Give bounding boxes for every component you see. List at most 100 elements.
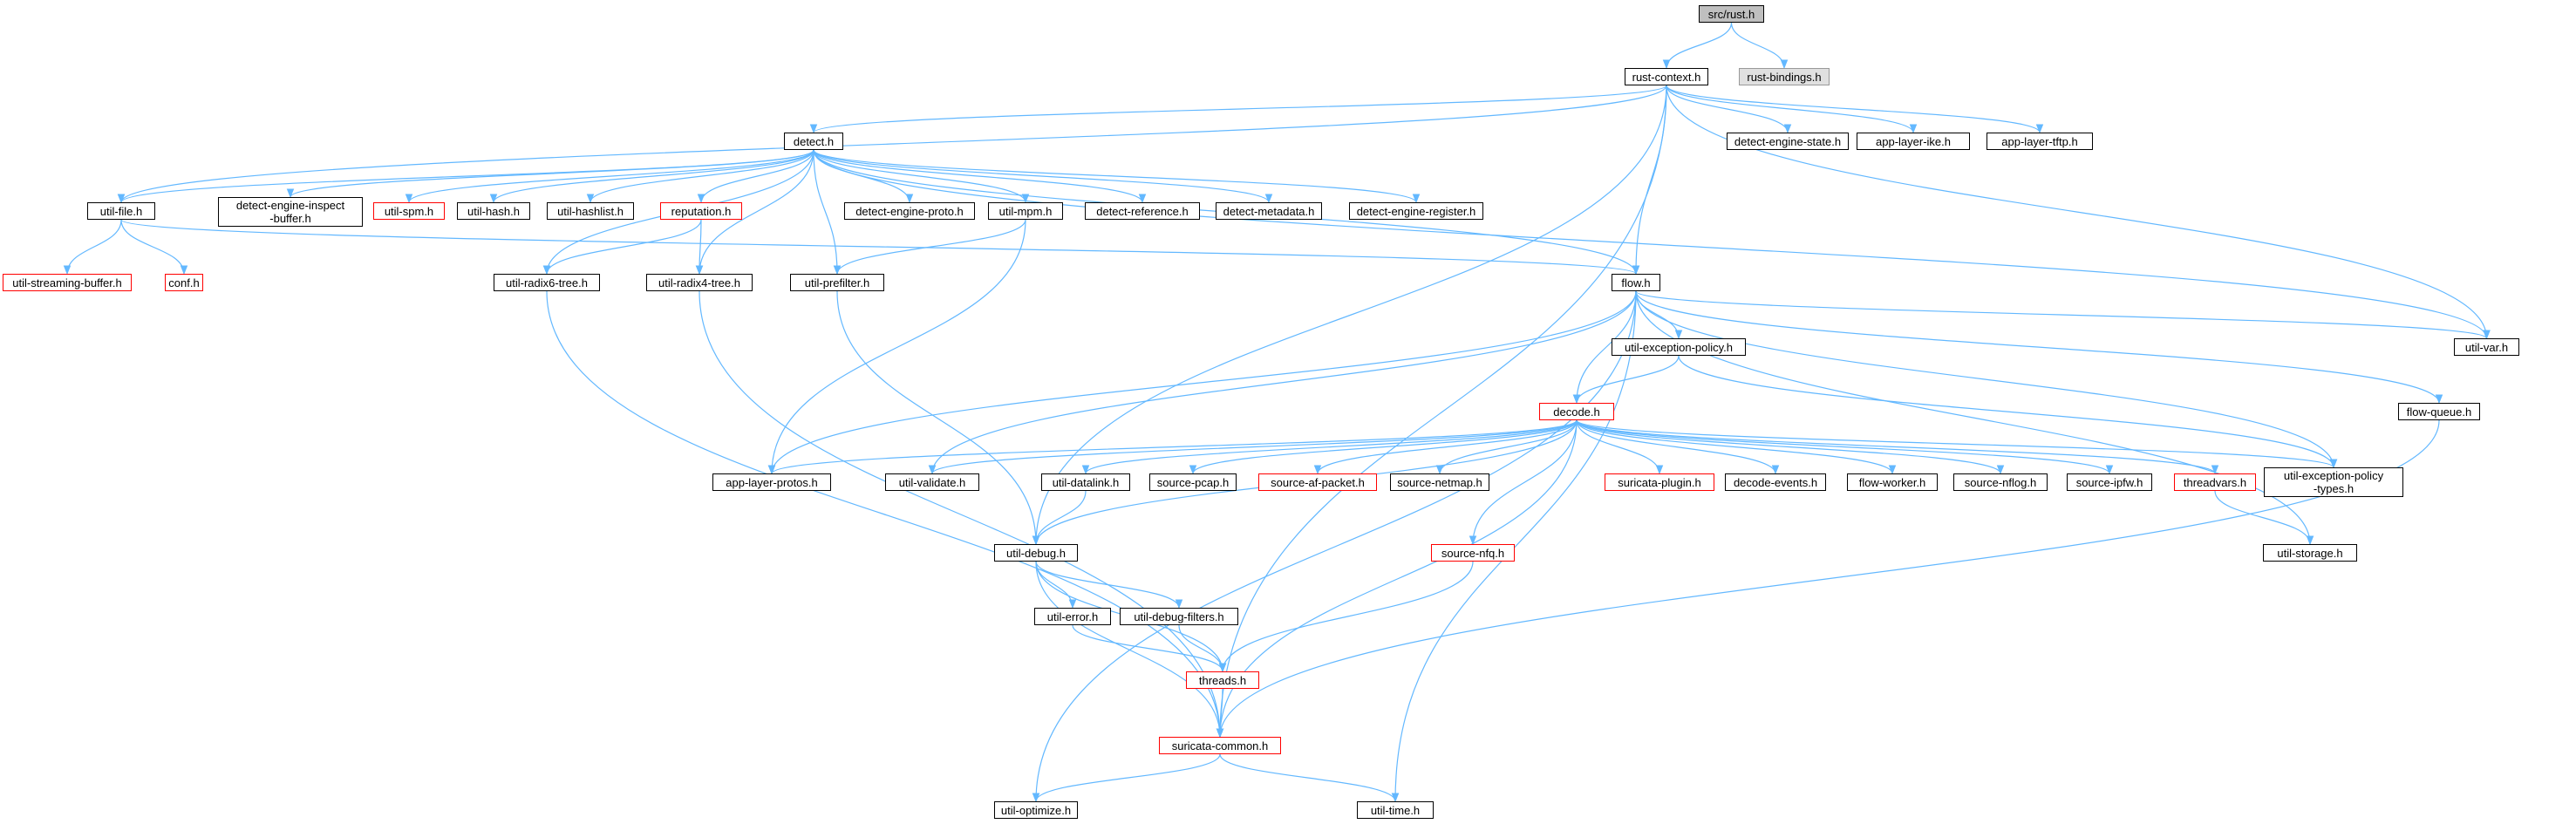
edge-util_exception_policy-to-util_exception_policy_types bbox=[1678, 355, 2338, 469]
edge-util_debug-to-suricata_common bbox=[1035, 561, 1224, 739]
edge-threads-to-suricata_common bbox=[1216, 688, 1224, 739]
node-source-ipfw-h[interactable]: source-ipfw.h bbox=[2067, 473, 2152, 491]
node-app-layer-ike-h[interactable]: app-layer-ike.h bbox=[1857, 133, 1970, 150]
node-source-netmap-h[interactable]: source-netmap.h bbox=[1390, 473, 1489, 491]
node-util-datalink-h[interactable]: util-datalink.h bbox=[1041, 473, 1130, 491]
node-util-hashlist-h[interactable]: util-hashlist.h bbox=[547, 202, 634, 220]
node-util-hash-h[interactable]: util-hash.h bbox=[457, 202, 530, 220]
edge-rust_context-to-detect bbox=[810, 85, 1667, 134]
edge-detect-to-detect_reference bbox=[813, 149, 1147, 204]
edge-flow-to-util_var bbox=[1635, 290, 2491, 340]
edge-rust_context-to-app_layer_ike bbox=[1666, 85, 1918, 134]
edge-flow-to-app_layer_protos bbox=[767, 290, 1637, 475]
edge-flow-to-util_exception_policy_types bbox=[1635, 290, 2338, 469]
edge-rust_context-to-util_file bbox=[117, 85, 1667, 204]
node-util-streaming-buffer-h[interactable]: util-streaming-buffer.h bbox=[3, 274, 132, 291]
node-app-layer-protos-h[interactable]: app-layer-protos.h bbox=[712, 473, 831, 491]
node-source-pcap-h[interactable]: source-pcap.h bbox=[1149, 473, 1237, 491]
edge-src_rust-to-rust_bindings bbox=[1730, 22, 1789, 70]
node-threadvars-h[interactable]: threadvars.h bbox=[2174, 473, 2256, 491]
edge-decode-to-threadvars bbox=[1576, 419, 2219, 475]
node-app-layer-tftp-h[interactable]: app-layer-tftp.h bbox=[1987, 133, 2093, 150]
edge-suricata_common-to-util_optimize bbox=[1032, 753, 1221, 803]
node-source-af-packet-h[interactable]: source-af-packet.h bbox=[1258, 473, 1377, 491]
edge-flow_queue-to-suricata_common bbox=[1216, 419, 2440, 739]
edge-decode-to-suricata_common bbox=[1216, 419, 1578, 739]
edge-flow-to-util_exception_policy bbox=[1635, 290, 1683, 340]
node-decode-events-h[interactable]: decode-events.h bbox=[1725, 473, 1826, 491]
edge-util_file-to-flow bbox=[120, 219, 1639, 276]
node-threads-h[interactable]: threads.h bbox=[1186, 671, 1259, 689]
edge-src_rust-to-rust_context bbox=[1662, 22, 1733, 70]
node-conf-h[interactable]: conf.h bbox=[165, 274, 203, 291]
node-detect-reference-h[interactable]: detect-reference.h bbox=[1085, 202, 1200, 220]
edge-decode-to-source_af_packet bbox=[1313, 419, 1578, 475]
edge-rust_context-to-detect_engine_state bbox=[1666, 85, 1792, 134]
edge-flow-to-util_optimize bbox=[1032, 290, 1637, 803]
edge-decode-to-source_pcap bbox=[1189, 419, 1578, 475]
edge-flow-to-util_storage bbox=[1635, 290, 2314, 546]
node-util-error-h[interactable]: util-error.h bbox=[1034, 608, 1111, 625]
node-util-radix4-tree-h[interactable]: util-radix4-tree.h bbox=[646, 274, 753, 291]
node-util-time-h[interactable]: util-time.h bbox=[1357, 801, 1434, 819]
edge-suricata_common-to-util_time bbox=[1219, 753, 1400, 803]
edge-rust_context-to-suricata_common bbox=[1216, 85, 1667, 739]
node-src-rust-h[interactable]: src/rust.h bbox=[1699, 5, 1764, 23]
edge-util_prefilter-to-util_debug bbox=[836, 290, 1040, 546]
edge-decode-to-source_ipfw bbox=[1576, 419, 2114, 475]
edge-reputation-to-util_radix4_tree bbox=[695, 219, 704, 276]
node-rust-context-h[interactable]: rust-context.h bbox=[1625, 68, 1708, 85]
edge-decode-to-source_nfq bbox=[1469, 419, 1578, 546]
node-detect-h[interactable]: detect.h bbox=[784, 133, 843, 150]
edge-flow-to-decode bbox=[1572, 290, 1637, 405]
edge-reputation-to-util_radix6_tree bbox=[542, 219, 702, 276]
edge-detect-to-util_prefilter bbox=[813, 149, 842, 276]
node-detect-engine-state-h[interactable]: detect-engine-state.h bbox=[1727, 133, 1849, 150]
node-util-exception-policy-h[interactable]: util-exception-policy.h bbox=[1612, 338, 1746, 356]
edge-detect-to-util_radix4_tree bbox=[695, 149, 814, 276]
node-util-mpm-h[interactable]: util-mpm.h bbox=[988, 202, 1063, 220]
node-util-validate-h[interactable]: util-validate.h bbox=[885, 473, 979, 491]
edge-flow-to-util_validate bbox=[928, 290, 1637, 475]
edge-detect-to-util_mpm bbox=[813, 149, 1030, 204]
node-flow-h[interactable]: flow.h bbox=[1612, 274, 1660, 291]
edge-source_nfq-to-threads bbox=[1218, 561, 1474, 673]
edge-detect-to-detect_engine_inspect_buffer bbox=[286, 149, 814, 199]
node-util-prefilter-h[interactable]: util-prefilter.h bbox=[790, 274, 884, 291]
node-decode-h[interactable]: decode.h bbox=[1539, 403, 1614, 420]
node-suricata-plugin-h[interactable]: suricata-plugin.h bbox=[1605, 473, 1714, 491]
node-flow-queue-h[interactable]: flow-queue.h bbox=[2398, 403, 2480, 420]
node-util-debug-filters-h[interactable]: util-debug-filters.h bbox=[1120, 608, 1238, 625]
node-util-file-h[interactable]: util-file.h bbox=[87, 202, 155, 220]
node-util-optimize-h[interactable]: util-optimize.h bbox=[994, 801, 1078, 819]
node-rust-bindings-h[interactable]: rust-bindings.h bbox=[1739, 68, 1830, 85]
node-detect-engine-register-h[interactable]: detect-engine-register.h bbox=[1349, 202, 1483, 220]
node-detect-engine-inspect-buffer-h[interactable]: detect-engine-inspect -buffer.h bbox=[218, 197, 363, 227]
node-flow-worker-h[interactable]: flow-worker.h bbox=[1847, 473, 1938, 491]
edge-util_debug-to-util_debug_filters bbox=[1035, 561, 1183, 609]
node-util-var-h[interactable]: util-var.h bbox=[2454, 338, 2519, 356]
edge-detect-to-detect_metadata bbox=[813, 149, 1273, 204]
node-suricata-common-h[interactable]: suricata-common.h bbox=[1159, 737, 1281, 754]
edge-util_file-to-conf bbox=[120, 219, 188, 276]
node-util-debug-h[interactable]: util-debug.h bbox=[994, 544, 1078, 562]
edge-rust_context-to-flow bbox=[1632, 85, 1667, 276]
edge-rust_context-to-app_layer_tftp bbox=[1666, 85, 2044, 134]
edge-detect-to-reputation bbox=[697, 149, 814, 204]
node-detect-metadata-h[interactable]: detect-metadata.h bbox=[1216, 202, 1322, 220]
edge-detect-to-util_hashlist bbox=[586, 149, 814, 204]
node-detect-engine-proto-h[interactable]: detect-engine-proto.h bbox=[844, 202, 975, 220]
node-util-storage-h[interactable]: util-storage.h bbox=[2263, 544, 2357, 562]
node-util-spm-h[interactable]: util-spm.h bbox=[373, 202, 445, 220]
node-source-nflog-h[interactable]: source-nflog.h bbox=[1953, 473, 2048, 491]
node-util-exception-policy-types-h[interactable]: util-exception-policy -types.h bbox=[2264, 467, 2403, 497]
edge-util_error-to-threads bbox=[1072, 624, 1227, 673]
edge-util_mpm-to-app_layer_protos bbox=[767, 219, 1026, 475]
node-reputation-h[interactable]: reputation.h bbox=[660, 202, 742, 220]
edge-rust_context-to-util_var bbox=[1666, 85, 2491, 340]
node-source-nfq-h[interactable]: source-nfq.h bbox=[1431, 544, 1515, 562]
node-util-radix6-tree-h[interactable]: util-radix6-tree.h bbox=[494, 274, 600, 291]
edge-detect-to-util_spm bbox=[405, 149, 814, 204]
edge-flow-to-flow_queue bbox=[1635, 290, 2443, 405]
